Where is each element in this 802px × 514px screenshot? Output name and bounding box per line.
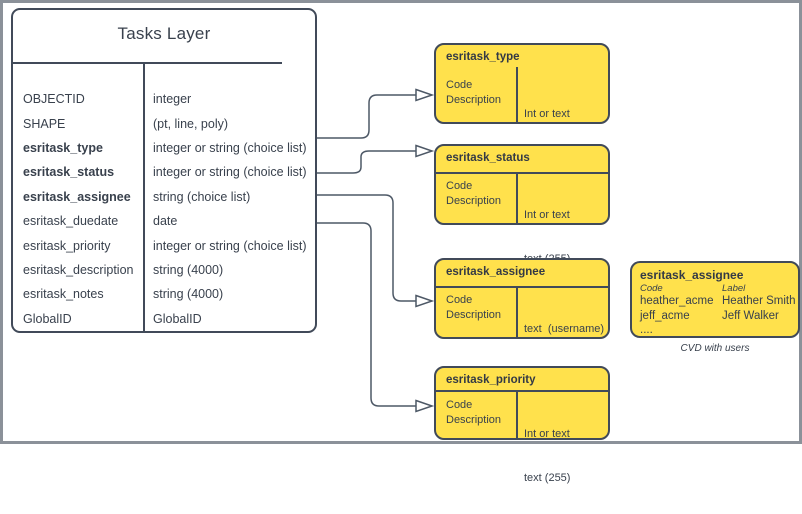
tasks-layer-title: Tasks Layer [117,24,211,43]
field-type: string (4000) [153,262,224,277]
field-type: string (4000) [153,287,224,302]
field-name: esritask_priority [23,238,111,253]
domain-header-underline [436,286,608,288]
domain-header-underline [436,172,608,174]
connector-type [316,94,416,139]
table-row: esritask_status integer or string (choic… [13,160,315,184]
table-row: OBJECTID integer [13,87,315,111]
domain-box-esritask-status[interactable]: esritask_status Code Description Int or … [434,144,610,265]
domain-box-esritask-type[interactable]: esritask_type Code Description Int or te… [434,43,610,164]
column-divider [143,62,145,331]
cvd-title: esritask_assignee [640,268,744,282]
table-row: esritask_assignee string (choice list) [13,185,315,209]
domain-field-label: Code [446,79,473,91]
field-list: OBJECTID integer SHAPE (pt, line, poly) … [13,87,315,331]
field-type: integer [153,92,192,107]
domain-title: esritask_status [446,152,530,164]
field-name: OBJECTID [23,92,85,107]
cvd-user-label: Heather Smith [722,295,796,307]
connector-priority [316,222,416,407]
domain-header-underline [436,390,608,392]
domain-divider [516,172,518,223]
title-divider [13,62,282,64]
field-name: GlobalID [23,311,72,326]
cvd-ellipsis: .... [640,324,653,336]
cvd-user-code: heather_acme [640,295,714,307]
field-name: esritask_type [23,140,103,155]
field-name: esritask_description [23,262,134,277]
connector-assignee [316,194,416,302]
domain-divider [516,286,518,337]
domain-field-label: Code [446,399,473,411]
field-type: string (choice list) [153,189,251,204]
table-row: esritask_type integer or string (choice … [13,136,315,160]
field-type: GlobalID [153,311,202,326]
domain-field-label: Description [446,308,502,321]
cvd-column-header-code: Code [640,283,663,294]
field-type: integer or string (choice list) [153,140,307,155]
field-name: esritask_notes [23,287,104,302]
domain-box-esritask-priority[interactable]: esritask_priority Code Description Int o… [434,366,610,484]
cvd-users-box[interactable]: esritask_assignee Code Label heather_acm… [630,261,800,338]
field-name: esritask_duedate [23,214,119,229]
tasks-layer-table[interactable]: Tasks Layer OBJECTID integer SHAPE (pt, … [11,8,317,333]
domain-divider [516,67,518,122]
connector-status [316,150,416,174]
table-row: SHAPE (pt, line, poly) [13,111,315,135]
diagram-canvas: Tasks Layer OBJECTID integer SHAPE (pt, … [0,0,802,484]
table-row: GlobalID GlobalID [13,307,315,331]
domain-title: esritask_priority [446,374,536,386]
cvd-user-label: Jeff Walker [722,309,779,322]
table-row: esritask_priority integer or string (cho… [13,233,315,257]
domain-box-esritask-assignee[interactable]: esritask_assignee Code Description text … [434,258,610,379]
field-name: esritask_assignee [23,189,131,204]
table-row: esritask_notes string (4000) [13,282,315,306]
domain-field-label: Description [446,413,502,426]
domain-field-label: Code [446,180,473,192]
domain-field-type: text (username) [524,323,605,335]
table-row: esritask_duedate date [13,209,315,233]
table-row: esritask_description string (4000) [13,258,315,282]
domain-field-label: Description [446,93,502,106]
field-name: SHAPE [23,116,66,131]
field-type: integer or string (choice list) [153,165,307,180]
cvd-column-header-label: Label [722,283,746,294]
open-arrowhead-icon [415,294,435,308]
field-type: integer or string (choice list) [153,238,307,253]
domain-field-type: Int or text [524,108,570,120]
domain-field-type: text (255) [524,471,571,484]
domain-body: Code Description Int or text text (255) [436,398,608,514]
cvd-caption: CVD with users [680,343,750,354]
domain-divider [516,390,518,438]
field-type: (pt, line, poly) [153,116,229,131]
field-type: date [153,214,178,229]
domain-field-label: Description [446,194,502,207]
open-arrowhead-icon [415,144,435,158]
domain-title: esritask_assignee [446,266,546,278]
domain-field-type: Int or text [524,428,570,440]
domain-title: esritask_type [446,51,520,63]
domain-field-label: Code [446,294,473,306]
open-arrowhead-icon [415,88,435,102]
domain-field-type: Int or text [524,209,570,221]
field-name: esritask_status [23,165,115,180]
open-arrowhead-icon [415,399,435,413]
cvd-user-code: jeff_acme [640,309,690,322]
